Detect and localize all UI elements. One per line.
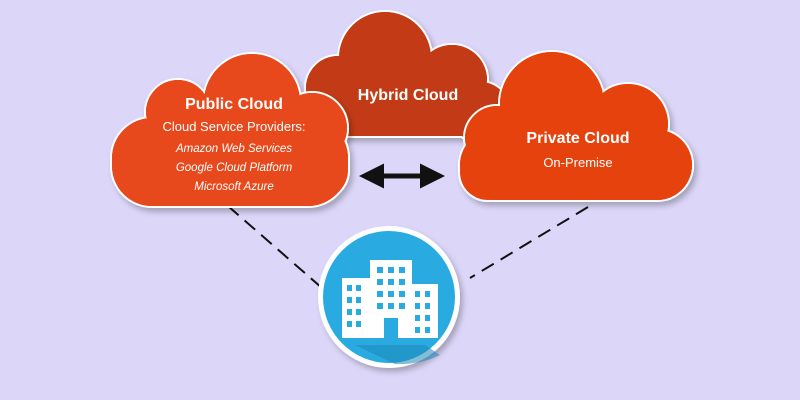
- public-cloud-title: Public Cloud: [185, 96, 283, 113]
- connector-private-to-building: [469, 206, 589, 279]
- connector-public-to-building: [227, 205, 323, 289]
- provider-item-gcp: Google Cloud Platform: [176, 162, 293, 174]
- provider-item-azure: Microsoft Azure: [194, 181, 273, 193]
- private-cloud-subtitle: On-Premise: [543, 155, 612, 170]
- private-cloud-shape: [458, 50, 694, 202]
- provider-item-aws: Amazon Web Services: [175, 143, 292, 155]
- public-cloud-shape: [110, 52, 350, 208]
- office-buildings-icon: [342, 260, 438, 338]
- enterprise-building-badge: [318, 226, 460, 368]
- hybrid-cloud-title: Hybrid Cloud: [358, 87, 458, 104]
- public-cloud-subtitle: Cloud Service Providers:: [162, 119, 305, 134]
- private-cloud-title: Private Cloud: [526, 130, 629, 147]
